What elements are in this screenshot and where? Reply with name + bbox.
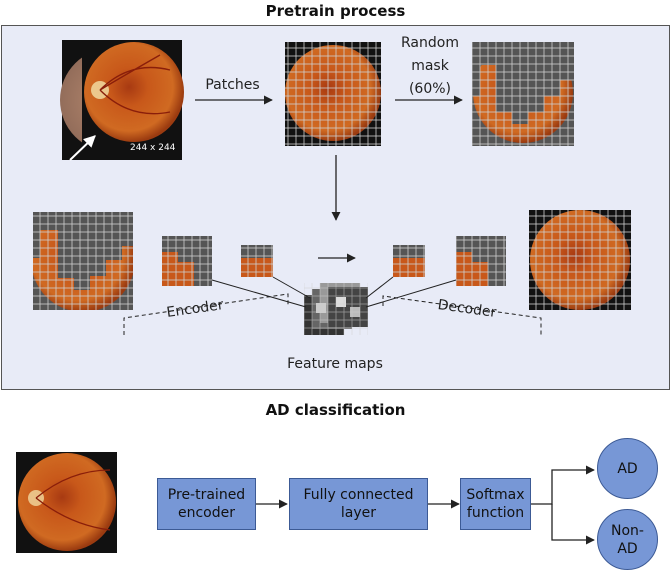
encoder-patches-medium [162,236,212,286]
classification-title: AD classification [265,401,406,419]
feature-maps-stack [304,283,368,335]
size-label: 244 x 244 [130,143,176,153]
patches-label: Patches [205,77,260,93]
output-ad-circle: AD [597,438,658,499]
masked-image [472,42,574,146]
reconstructed-image [529,210,631,310]
pretrain-title: Pretrain process [265,2,406,20]
encoder-patches-small [241,245,273,277]
output-nonad-circle: Non-AD [597,509,658,570]
patchified-image [285,42,381,146]
feature-maps-label: Feature maps [287,356,383,372]
decoder-patches-medium [456,236,506,286]
random-mask-label-1: Random [401,35,459,51]
random-mask-label-2: mask [411,58,449,74]
decoder-patches-small [393,245,425,277]
fundus-input-image [60,40,184,161]
encoder-masked-input [33,212,133,310]
random-mask-label-3: (60%) [408,81,452,97]
